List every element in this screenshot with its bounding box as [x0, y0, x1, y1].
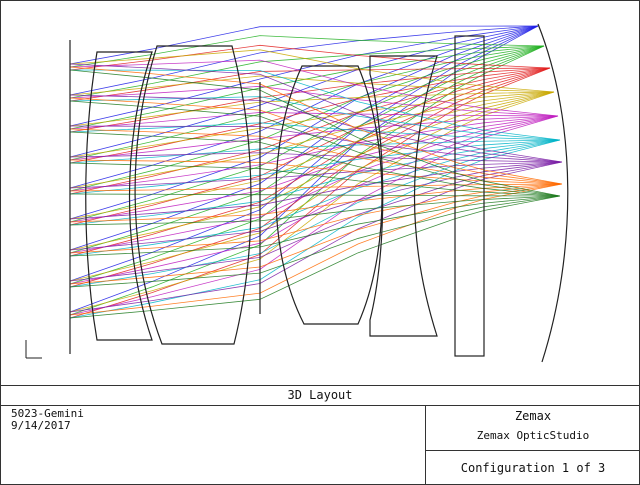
configuration-label: Configuration 1 of 3 — [460, 461, 606, 475]
brand-panel: Zemax Zemax OpticStudio Configuration 1 … — [425, 405, 640, 485]
lens-element-5 — [369, 55, 438, 337]
lens-element-4 — [275, 65, 383, 325]
ray-fans — [69, 25, 563, 319]
ray-line — [69, 139, 561, 319]
brand-box: Zemax Zemax OpticStudio — [426, 405, 640, 451]
product-name: Zemax OpticStudio — [476, 429, 590, 442]
layout-title: 3D Layout — [1, 385, 639, 406]
lens-date: 9/14/2017 — [11, 419, 71, 432]
lens-element-1 — [85, 51, 153, 341]
lens-info: 5023-Gemini 9/14/2017 — [11, 408, 84, 432]
lens-name: 5023-Gemini — [11, 407, 84, 420]
ray-line — [69, 67, 551, 288]
optical-layout-diagram — [25, 23, 569, 363]
ray-line — [69, 161, 563, 282]
axis-triad-icon — [25, 340, 42, 359]
layout-plot — [2, 2, 638, 384]
filter-plate — [454, 35, 485, 357]
brand-name: Zemax — [514, 409, 552, 423]
image-surface — [537, 23, 569, 363]
ray-line — [69, 25, 539, 65]
lens-element-2 — [134, 45, 252, 345]
lens-elements — [69, 23, 569, 363]
